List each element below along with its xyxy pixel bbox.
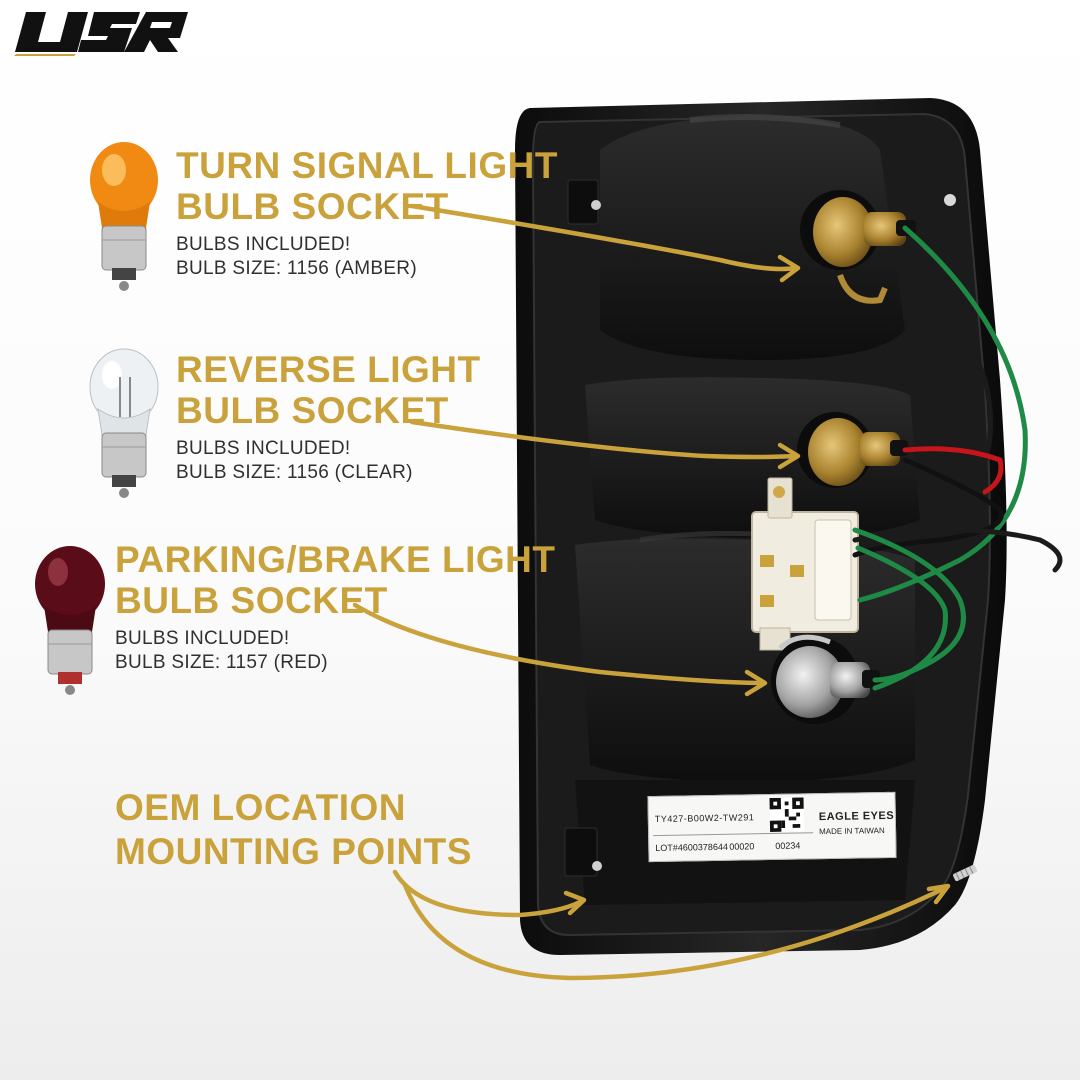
callout-heading: BULB SOCKET [176, 186, 449, 227]
callout-heading: REVERSE LIGHT [176, 349, 481, 390]
reverse-socket [797, 412, 908, 488]
bulbs-included-text: BULBS INCLUDED! [176, 438, 351, 459]
manufacturer-brand: EAGLE EYES [818, 809, 895, 824]
clear-bulb-icon [89, 348, 159, 498]
red-bulb-icon [35, 546, 105, 695]
callout-subtext: BULBS INCLUDED! BULB SIZE: 1156 (AMBER) [176, 233, 558, 281]
bulbs-included-text: BULBS INCLUDED! [115, 628, 290, 649]
product-label-sticker: TY427-B00W2-TW291 EAGLE EYES MADE IN TAI… [647, 791, 897, 863]
callout-subtext: BULBS INCLUDED! BULB SIZE: 1156 (CLEAR) [176, 437, 481, 485]
callout-heading: MOUNTING POINTS [115, 831, 472, 872]
callout-arrows [352, 203, 951, 981]
amber-bulb-icon [90, 142, 158, 291]
label-code: 00234 [775, 840, 801, 851]
brand-logo [14, 12, 188, 56]
parking-brake-socket [771, 634, 880, 724]
callout-heading: BULB SOCKET [176, 390, 449, 431]
label-code: 00020 [729, 841, 755, 852]
callout-subtext: BULBS INCLUDED! BULB SIZE: 1157 (RED) [115, 627, 555, 675]
qr-code-icon [769, 797, 805, 833]
parking-brake-callout: PARKING/BRAKE LIGHT BULB SOCKET BULBS IN… [115, 539, 555, 675]
oem-mounting-callout: OEM LOCATION MOUNTING POINTS [115, 786, 472, 874]
callout-heading: BULB SOCKET [115, 580, 388, 621]
turn-signal-socket [800, 190, 916, 304]
callout-heading: PARKING/BRAKE LIGHT [115, 539, 556, 580]
origin-text: MADE IN TAIWAN [819, 826, 885, 837]
callout-heading: TURN SIGNAL LIGHT [176, 145, 558, 186]
bulb-size-text: BULB SIZE: 1157 (RED) [115, 652, 328, 673]
bulb-size-text: BULB SIZE: 1156 (CLEAR) [176, 462, 413, 483]
wire-connector [751, 477, 859, 651]
callout-heading: OEM LOCATION [115, 787, 407, 828]
wiring [852, 225, 1063, 691]
label-divider [653, 832, 814, 837]
reverse-light-callout: REVERSE LIGHT BULB SOCKET BULBS INCLUDED… [176, 349, 481, 485]
part-number: TY427-B00W2-TW291 [654, 812, 755, 825]
bulb-size-text: BULB SIZE: 1156 (AMBER) [176, 258, 417, 279]
lot-number: LOT#4600378644 [655, 841, 728, 854]
turn-signal-callout: TURN SIGNAL LIGHT BULB SOCKET BULBS INCL… [176, 145, 558, 281]
bulbs-included-text: BULBS INCLUDED! [176, 234, 351, 255]
